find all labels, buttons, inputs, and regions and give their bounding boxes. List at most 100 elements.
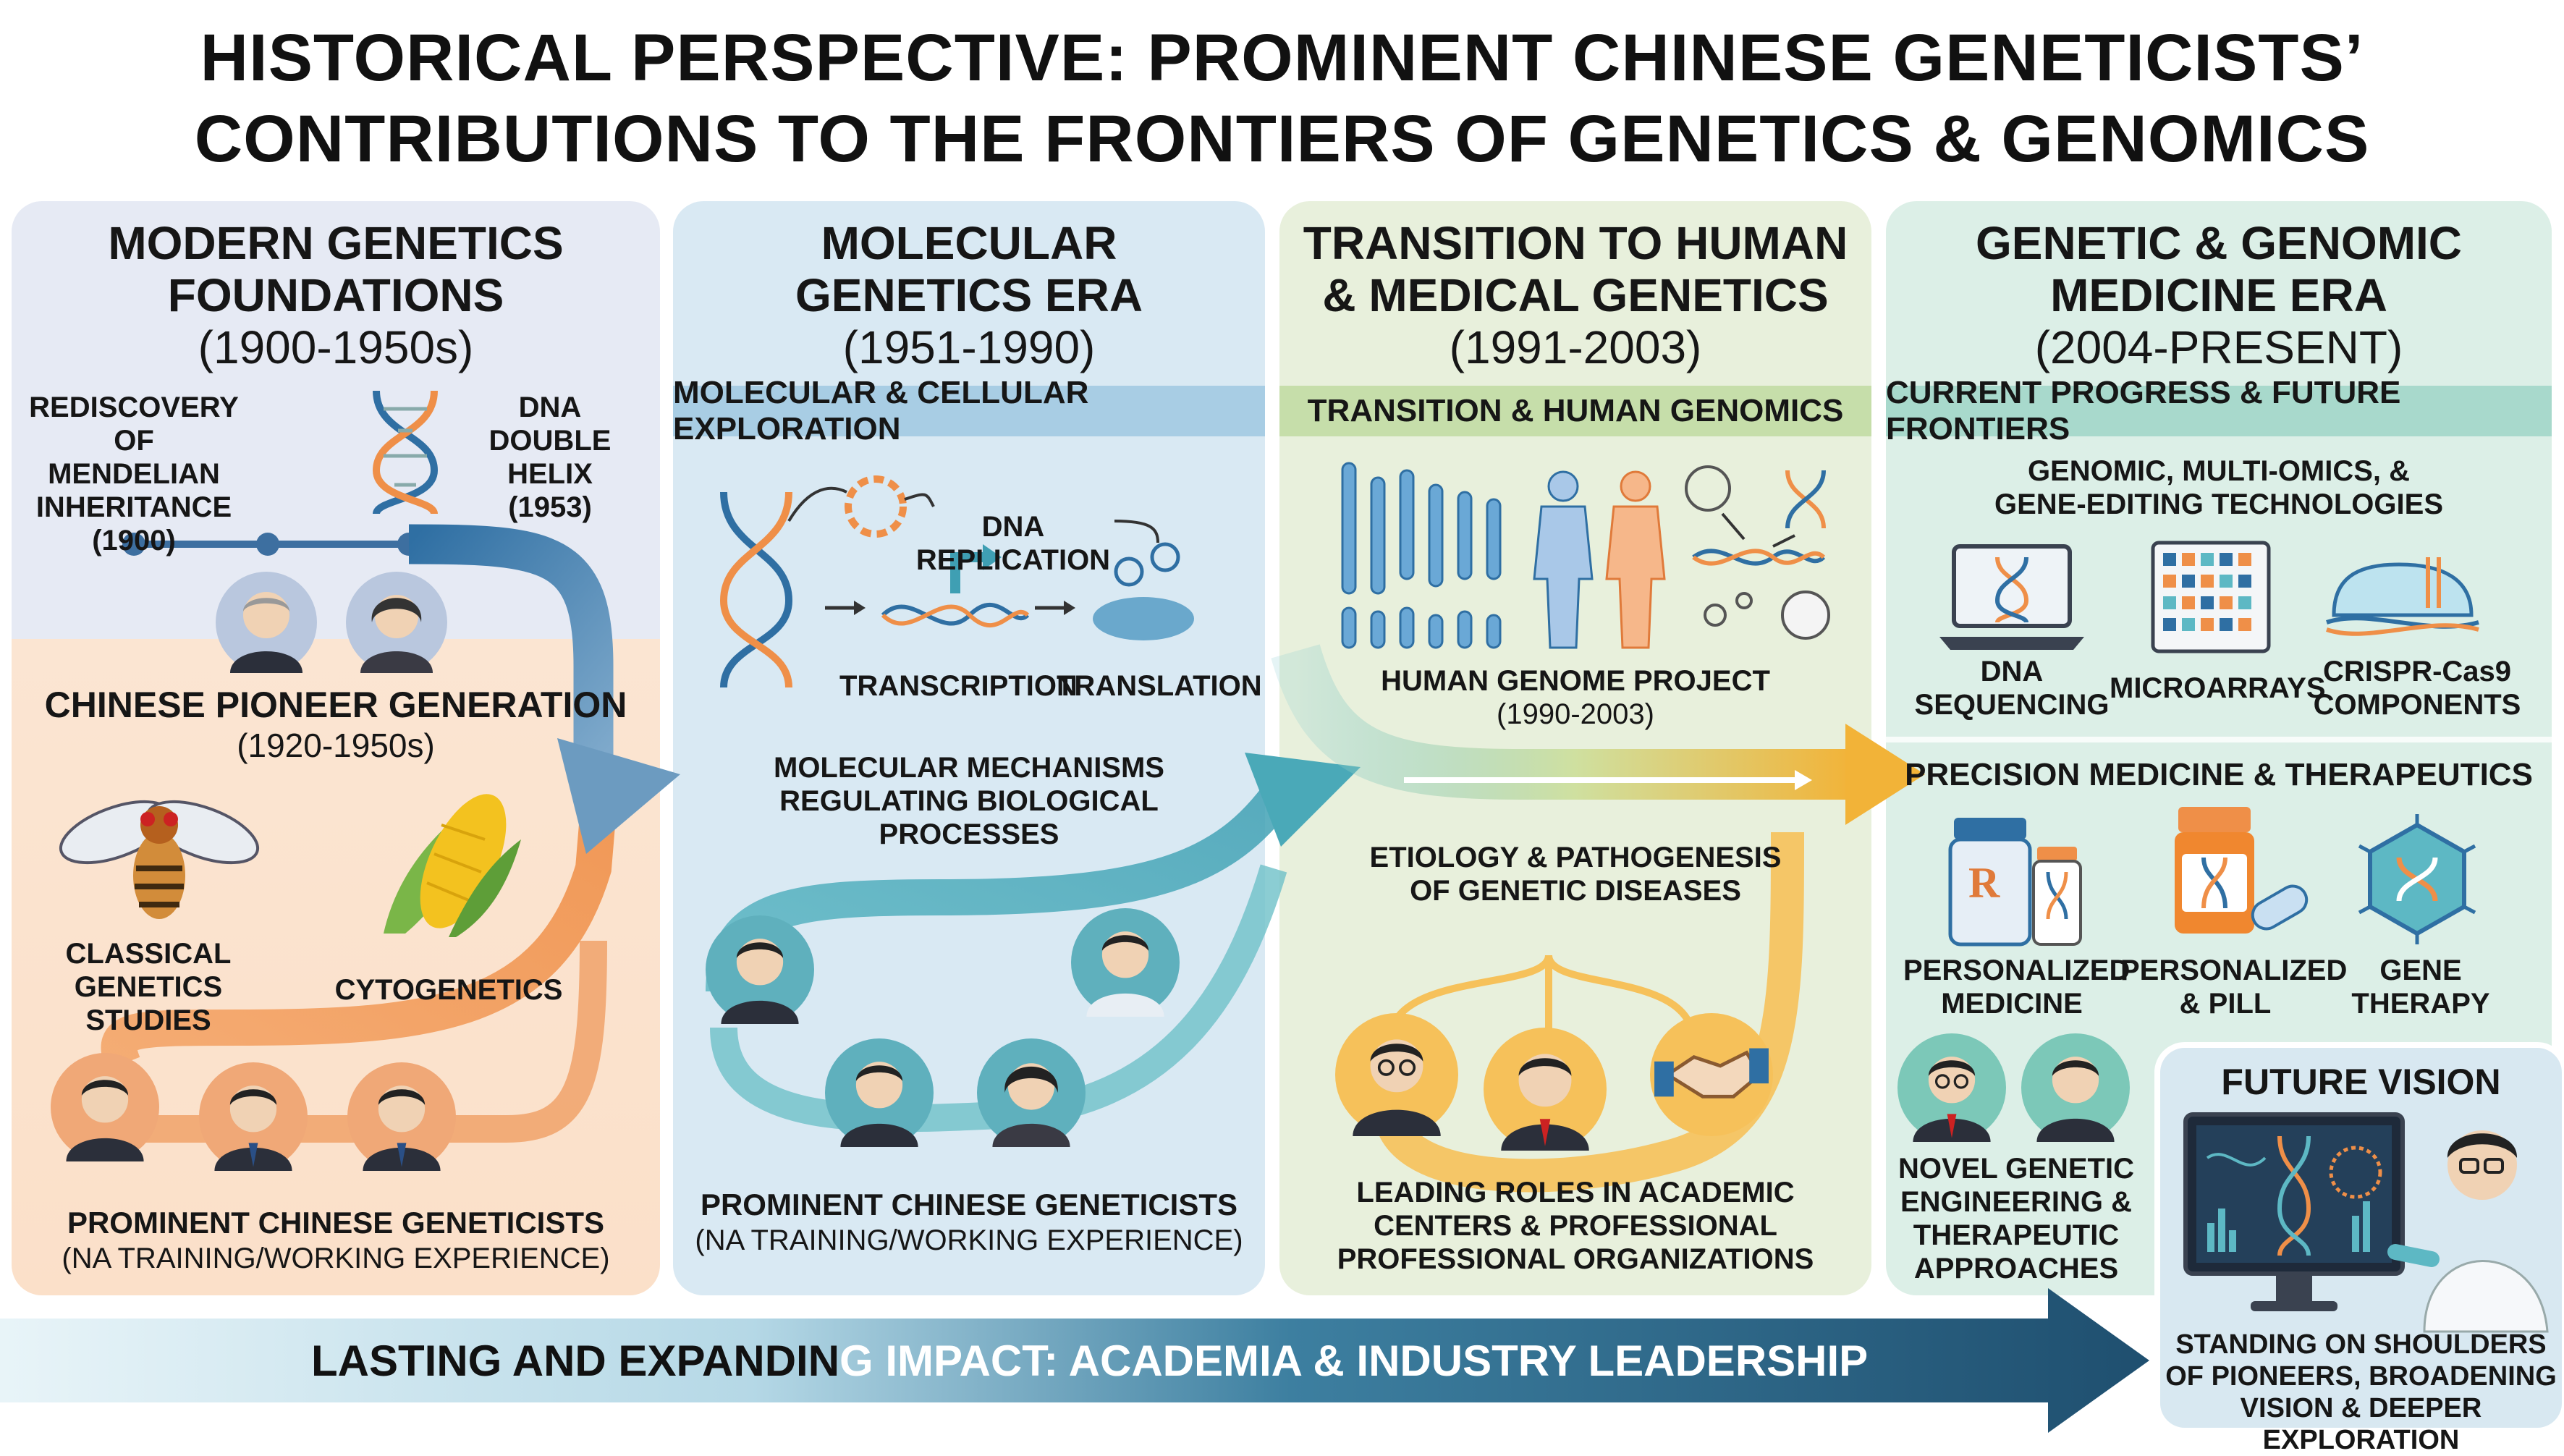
- dna-sequencing-line2: SEQUENCING: [1914, 689, 2110, 721]
- fruit-fly-icon: [59, 800, 260, 919]
- era1-title-line1: MODERN GENETICS: [108, 217, 564, 269]
- molecular-mechanisms-label: MOLECULAR MECHANISMS REGULATING BIOLOGIC…: [673, 751, 1265, 851]
- molecular-avatar-3: [977, 1038, 1086, 1147]
- leader-avatar-2: [1484, 1028, 1607, 1151]
- era2-footer-sub: (NA TRAINING/WORKING EXPERIENCE): [695, 1224, 1243, 1256]
- era2-footer: PROMINENT CHINESE GENETICISTS (NA TRAINI…: [673, 1187, 1265, 1258]
- pill-bottle-icon: [2175, 807, 2309, 934]
- pioneer-generation-title: CHINESE PIONEER GENERATION: [44, 685, 627, 725]
- hgp-title: HUMAN GENOME PROJECT: [1381, 665, 1770, 697]
- classical-genetics-label: CLASSICAL GENETICS STUDIES: [65, 938, 232, 1036]
- novel-line4: APPROACHES: [1913, 1253, 2119, 1284]
- roles-line1: LEADING ROLES IN ACADEMIC: [1356, 1177, 1795, 1209]
- cytogenetics-label: CYTOGENETICS: [334, 974, 563, 1006]
- geneticist-avatar-2: [199, 1062, 308, 1171]
- microarray-icon: [2151, 541, 2271, 653]
- dna-helix-icon: [372, 390, 439, 515]
- etiology-line1: ETIOLOGY & PATHOGENESIS: [1369, 842, 1782, 873]
- tech-section-title: GENOMIC, MULTI-OMICS, & GENE-EDITING TEC…: [1886, 454, 2552, 521]
- scientist-monitor-icon: [2183, 1112, 2549, 1333]
- future-caption-line2: OF PIONEERS, BROADENING: [2165, 1361, 2557, 1392]
- leading-roles-label: LEADING ROLES IN ACADEMIC CENTERS & PROF…: [1279, 1176, 1871, 1276]
- p1-line2: MEDICINE: [1941, 988, 2083, 1020]
- era4-title-line2: MEDICINE ERA: [2050, 269, 2387, 321]
- leader-avatar-1: [1335, 1013, 1458, 1136]
- genomics-network-icon: [1685, 465, 1830, 640]
- future-caption-line1: STANDING ON SHOULDERS: [2175, 1329, 2547, 1360]
- section-divider: [1886, 737, 2552, 742]
- mechanisms-line2: REGULATING BIOLOGICAL: [779, 785, 1159, 817]
- medicine-bottles-icon: R: [1948, 818, 2082, 947]
- era4-years: (2004-PRESENT): [2034, 321, 2403, 373]
- crispr-line2: COMPONENTS: [2313, 689, 2521, 721]
- mechanisms-line3: PROCESSES: [879, 818, 1059, 850]
- era2-footer-title: PROMINENT CHINESE GENETICISTS: [700, 1188, 1238, 1222]
- milestone-double-helix: DNA DOUBLE HELIX (1953): [488, 391, 612, 523]
- personalized-pill-label: PERSONALIZED & PILL: [2120, 954, 2348, 1020]
- crispr-label: CRISPR-Cas9 COMPONENTS: [2309, 655, 2526, 721]
- era3-header: TRANSITION TO HUMAN & MEDICAL GENETICS (…: [1279, 217, 1871, 373]
- roles-line3: PROFESSIONAL ORGANIZATIONS: [1337, 1243, 1814, 1275]
- crispr-cas9-icon: [2326, 557, 2479, 636]
- translation-label: TRANSLATION: [1057, 670, 1262, 702]
- p3-line1: GENE: [2379, 955, 2462, 986]
- era1-footer-sub: (NA TRAINING/WORKING EXPERIENCE): [62, 1243, 610, 1274]
- pioneer-avatar-2: [346, 572, 447, 673]
- svg-text:R: R: [1968, 859, 2000, 907]
- title-line-1: HISTORICAL PERSPECTIVE: PROMINENT CHINES…: [200, 21, 2364, 95]
- future-caption-line3: VISION & DEEPER EXPLORATION: [2240, 1393, 2482, 1455]
- human-figures-icon: [1533, 470, 1666, 649]
- era4-title-line1: GENETIC & GENOMIC: [1975, 217, 2463, 269]
- era2-years: (1951-1990): [842, 321, 1096, 373]
- era3-title-line2: & MEDICAL GENETICS: [1322, 269, 1829, 321]
- p1-line1: PERSONALIZED: [1903, 955, 2131, 986]
- dna-sequencing-label: DNA SEQUENCING: [1911, 655, 2113, 721]
- etiology-label: ETIOLOGY & PATHOGENESIS OF GENETIC DISEA…: [1279, 841, 1871, 907]
- transcription-label: TRANSCRIPTION: [839, 670, 1078, 702]
- era3-years: (1991-2003): [1449, 321, 1702, 373]
- p2-line1: PERSONALIZED: [2120, 955, 2348, 986]
- pioneer-avatar-1: [216, 572, 317, 673]
- era2-title-line1: MOLECULAR: [821, 217, 1117, 269]
- molecular-avatar-4: [1071, 908, 1180, 1017]
- novel-line2: ENGINEERING &: [1900, 1186, 2133, 1218]
- handshake-icon: [1650, 1013, 1773, 1136]
- impact-text-light: G IMPACT: ACADEMIA & INDUSTRY LEADERSHIP: [839, 1337, 1869, 1385]
- era1-title-line2: FOUNDATIONS: [167, 269, 504, 321]
- sequencing-laptop-icon: [1939, 544, 2084, 650]
- gene-therapy-label: GENE THERAPY: [2330, 954, 2511, 1020]
- era1-footer-title: PROMINENT CHINESE GENETICISTS: [67, 1206, 605, 1240]
- tech-title-line2: GENE-EDITING TECHNOLOGIES: [1994, 488, 2444, 520]
- impact-banner-text: LASTING AND EXPANDING IMPACT: ACADEMIA &…: [311, 1336, 1868, 1387]
- p3-line2: THERAPY: [2351, 988, 2490, 1020]
- mechanisms-line1: MOLECULAR MECHANISMS: [774, 752, 1164, 784]
- future-avatar-2: [2021, 1033, 2130, 1142]
- future-vision-title: FUTURE VISION: [2221, 1062, 2501, 1102]
- roles-line2: CENTERS & PROFESSIONAL: [1374, 1210, 1777, 1242]
- era4-header: GENETIC & GENOMIC MEDICINE ERA (2004-PRE…: [1886, 217, 2552, 373]
- era3-title-line1: TRANSITION TO HUMAN: [1303, 217, 1848, 269]
- impact-text-dark: LASTING AND EXPANDIN: [311, 1337, 840, 1385]
- pioneer-generation-years: (1920-1950s): [237, 727, 435, 764]
- title-line-2: CONTRIBUTIONS TO THE FRONTIERS OF GENETI…: [194, 102, 2370, 176]
- molecular-avatar-2: [825, 1038, 934, 1147]
- future-vision-caption: STANDING ON SHOULDERS OF PIONEERS, BROAD…: [2160, 1329, 2562, 1456]
- era2-title-line2: GENETICS ERA: [795, 269, 1143, 321]
- hgp-years: (1990-2003): [1497, 698, 1654, 730]
- page-title: HISTORICAL PERSPECTIVE: PROMINENT CHINES…: [0, 17, 2564, 179]
- novel-line1: NOVEL GENETIC: [1898, 1153, 2134, 1185]
- novel-approaches-label: NOVEL GENETIC ENGINEERING & THERAPEUTIC …: [1886, 1152, 2146, 1285]
- novel-line3: THERAPEUTIC: [1913, 1219, 2120, 1251]
- corn-icon: [384, 794, 521, 937]
- dna-sequencing-line1: DNA: [1980, 656, 2044, 687]
- etiology-line2: OF GENETIC DISEASES: [1410, 875, 1741, 907]
- p2-line2: & PILL: [2179, 988, 2272, 1020]
- era1-header: MODERN GENETICS FOUNDATIONS (1900-1950s): [12, 217, 660, 373]
- molecular-avatar-1: [706, 915, 814, 1024]
- era1-years: (1900-1950s): [198, 321, 474, 373]
- tech-title-line1: GENOMIC, MULTI-OMICS, &: [2027, 455, 2411, 487]
- geneticist-avatar-1: [51, 1053, 159, 1161]
- central-dogma-diagram: [719, 475, 1194, 688]
- band-human-genomics: TRANSITION & HUMAN GENOMICS: [1279, 386, 1871, 436]
